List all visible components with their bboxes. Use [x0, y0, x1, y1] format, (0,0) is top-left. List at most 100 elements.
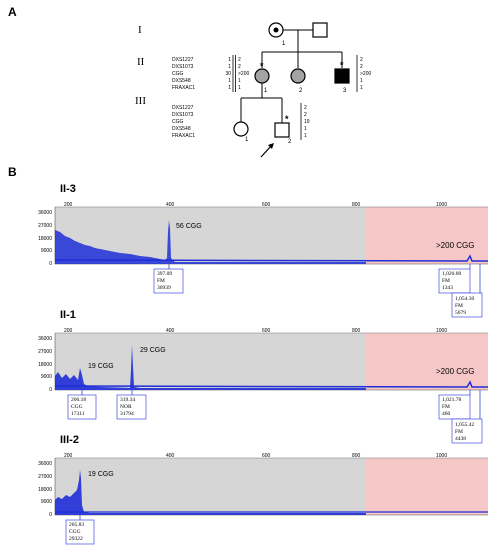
callout-text: 397.09 — [157, 271, 172, 277]
y-tick: 36000 — [38, 461, 52, 467]
hap-ii1-b-1: 2 — [238, 64, 241, 70]
hap-iii2-4: 1 — [304, 133, 307, 139]
pink-region — [366, 333, 488, 390]
hap-ii1-a-0: 1 — [228, 57, 231, 63]
trace-ii1 — [55, 345, 366, 390]
marker-ii-0: DXS1227 — [172, 57, 194, 63]
x-tick: 800 — [352, 202, 361, 208]
female-iii1 — [233, 121, 249, 137]
callout-ii1-3 — [438, 394, 471, 420]
label-ii1: 1 — [264, 88, 268, 94]
callout-text: CGG — [69, 529, 81, 535]
callout-text: FM — [442, 404, 450, 410]
y-tick: 9000 — [41, 374, 52, 380]
callout-text: 1,021.78 — [442, 397, 462, 403]
generation-label-iii: III — [135, 95, 146, 107]
peak-label-ii1-a: 19 CGG — [88, 363, 114, 370]
y-tick: 36000 — [38, 336, 52, 342]
chart-iii2: III-2 200 400 600 800 1000 36000 27000 1… — [38, 434, 488, 545]
callout-text: 17311 — [71, 411, 85, 417]
y-tick: 27000 — [38, 223, 52, 229]
callout-text: 30939 — [157, 285, 171, 291]
hap-ii3-4: 1 — [360, 85, 363, 91]
haplotype-iii: DXS1227 DXS1073 CGG DXS548 FRAXAC1 2 2 1… — [172, 105, 310, 139]
hap-ii3-2: >200 — [360, 71, 371, 77]
marker-iii-3: DXS548 — [172, 126, 191, 132]
callout-text: NOR — [120, 404, 132, 410]
asterisk-iii2: * — [285, 114, 289, 124]
x-tick: 400 — [166, 202, 175, 208]
callout-text: 29322 — [69, 536, 83, 542]
panel-label-a: A — [8, 5, 17, 19]
hap-ii1-b-4: 1 — [238, 85, 241, 91]
callout-text: 1343 — [442, 285, 453, 291]
y-tick: 36000 — [38, 210, 52, 216]
x-tick: 200 — [64, 328, 73, 334]
marker-ii-4: FRAXAC1 — [172, 85, 195, 91]
peak-label-ii1-b: 29 CGG — [140, 347, 166, 354]
gray-region — [55, 333, 366, 390]
x-tick: 600 — [262, 328, 271, 334]
callout-text: 31794 — [120, 411, 134, 417]
x-tick: 800 — [352, 328, 361, 334]
callout-text: 205.83 — [69, 522, 84, 528]
proband-male-iii2 — [274, 122, 290, 138]
callout-text: 1,054.30 — [455, 296, 475, 302]
callout-text: FM — [455, 429, 463, 435]
callout-ii3-3 — [451, 292, 483, 318]
label-ii3: 3 — [343, 88, 347, 94]
y-tick: 27000 — [38, 474, 52, 480]
x-tick: 400 — [166, 328, 175, 334]
hap-ii3-3: 1 — [360, 78, 363, 84]
callout-text: 1,055.42 — [455, 422, 475, 428]
hap-ii1-b-0: 2 — [238, 57, 241, 63]
label-ii2: 2 — [299, 88, 303, 94]
callout-text: 5679 — [455, 310, 466, 316]
callout-ii3-1 — [153, 268, 184, 294]
x-tick: 200 — [64, 453, 73, 459]
callout-text: 319.34 — [120, 397, 135, 403]
callout-text: 4438 — [455, 436, 466, 442]
proband-arrow-head — [268, 143, 274, 149]
hap-ii1-a-3: 1 — [228, 78, 231, 84]
chart-title-ii1: II-1 — [60, 309, 76, 321]
panel-label-b: B — [8, 165, 17, 179]
callout-ii1-1 — [67, 394, 97, 420]
hap-ii3-1: 2 — [360, 64, 363, 70]
y-tick: 18000 — [38, 487, 52, 493]
peak-label-iii2: 19 CGG — [88, 471, 114, 478]
haplotype-ii3: 2 2 >200 1 1 — [360, 57, 371, 91]
callout-text: 1,020.00 — [442, 271, 462, 277]
generation-label-ii: II — [137, 56, 145, 68]
callout-ii1-2 — [116, 394, 147, 420]
carrier-female-ii2 — [290, 68, 306, 84]
region-label-ii3: >200 CGG — [436, 241, 474, 250]
x-tick: 1000 — [436, 328, 447, 334]
callout-text: FM — [157, 278, 165, 284]
y-tick: 0 — [49, 387, 52, 393]
gray-region — [55, 458, 366, 515]
callout-text: 206.18 — [71, 397, 86, 403]
chart-title-ii3: II-3 — [60, 183, 76, 195]
region-label-ii1: >200 CGG — [436, 367, 474, 376]
y-tick: 0 — [49, 512, 52, 518]
y-tick: 9000 — [41, 499, 52, 505]
peak-label-ii3: 56 CGG — [176, 223, 202, 230]
hap-iii2-2: 19 — [304, 119, 310, 125]
hap-ii1-b-3: 1 — [238, 78, 241, 84]
hap-iii2-0: 2 — [304, 105, 307, 111]
carrier-dot — [273, 27, 279, 33]
marker-iii-4: FRAXAC1 — [172, 133, 195, 139]
pink-region — [366, 458, 488, 515]
trace-ii1-line — [54, 380, 488, 388]
hap-ii1-a-4: 1 — [228, 85, 231, 91]
chart-title-iii2: III-2 — [60, 434, 79, 446]
marker-iii-1: DXS1073 — [172, 112, 194, 118]
pink-region — [366, 207, 488, 264]
x-tick: 1000 — [436, 202, 447, 208]
y-tick: 9000 — [41, 248, 52, 254]
marker-iii-2: CGG — [172, 119, 184, 125]
chart-ii1: II-1 200 400 600 800 1000 36000 27000 18… — [38, 309, 488, 444]
callout-iii2-1 — [65, 519, 95, 545]
hap-iii2-1: 2 — [304, 112, 307, 118]
